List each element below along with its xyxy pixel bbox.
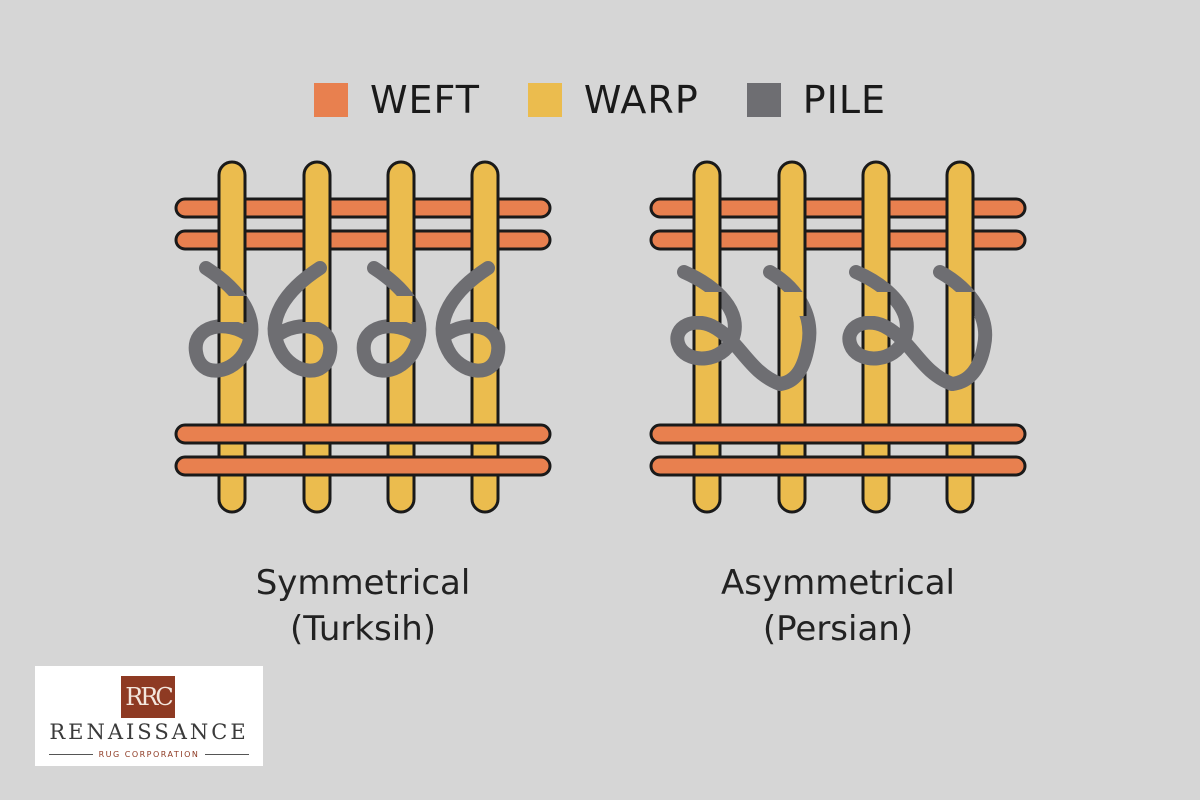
warp-overlap xyxy=(780,292,804,316)
weft-threads-bottom xyxy=(174,423,552,477)
pile-loop xyxy=(435,261,506,378)
weft-threads-top xyxy=(649,197,1027,251)
weft-thread xyxy=(174,423,552,445)
warp-overlaps xyxy=(220,296,497,322)
warp-overlaps xyxy=(695,292,972,316)
weft-thread xyxy=(174,455,552,477)
legend: WEFT WARP PILE xyxy=(0,72,1200,128)
asymmetrical-diagram xyxy=(649,160,1027,514)
logo-monogram-text: RRC xyxy=(125,683,173,711)
pile-loop xyxy=(763,265,817,391)
divider xyxy=(49,753,93,755)
warp-overlap xyxy=(220,296,244,322)
pile-loop xyxy=(842,265,959,391)
caption-subtitle: (Persian) xyxy=(762,609,914,649)
logo-monogram: RRC xyxy=(121,676,175,718)
warp-overlap xyxy=(948,292,972,316)
pile-knots xyxy=(670,265,993,391)
company-logo: RRC RENAISSANCE RUG CORPORATION xyxy=(35,666,263,766)
caption-title: Symmetrical xyxy=(255,563,471,603)
legend-label-warp: WARP xyxy=(583,78,699,122)
pile-loop xyxy=(933,265,993,391)
weft-thread xyxy=(174,229,552,251)
pile-loop xyxy=(267,261,338,378)
warp-swatch xyxy=(527,83,562,117)
legend-label-weft: WEFT xyxy=(369,78,480,122)
symmetrical-caption: Symmetrical (Turksih) xyxy=(163,560,563,652)
legend-item-weft: WEFT xyxy=(313,78,480,122)
warp-overlap xyxy=(695,292,719,316)
logo-name: RENAISSANCE xyxy=(49,720,249,744)
weft-threads-bottom xyxy=(649,423,1027,477)
weft-thread xyxy=(649,197,1027,219)
warp-overlap-edges xyxy=(692,292,975,316)
caption-title: Asymmetrical xyxy=(721,563,955,603)
warp-overlap-edges xyxy=(217,296,500,322)
caption-subtitle: (Turksih) xyxy=(289,609,437,649)
warp-overlap xyxy=(864,292,888,316)
weft-swatch xyxy=(313,83,348,117)
legend-item-pile: PILE xyxy=(746,78,887,122)
asymmetrical-caption: Asymmetrical (Persian) xyxy=(638,560,1038,652)
weft-thread xyxy=(174,197,552,219)
symmetrical-diagram xyxy=(174,160,552,514)
weft-thread xyxy=(649,229,1027,251)
divider xyxy=(205,753,249,755)
warp-overlap xyxy=(305,296,329,322)
weft-thread xyxy=(649,455,1027,477)
warp-overlap xyxy=(473,296,497,322)
warp-overlap xyxy=(389,296,413,322)
weft-threads-top xyxy=(174,197,552,251)
logo-subtitle: RUG CORPORATION xyxy=(98,749,200,759)
logo-subtitle-row: RUG CORPORATION xyxy=(49,748,249,760)
weft-thread xyxy=(649,423,1027,445)
pile-swatch xyxy=(746,83,781,117)
pile-loop xyxy=(670,265,787,391)
legend-item-warp: WARP xyxy=(527,78,699,122)
legend-label-pile: PILE xyxy=(802,78,887,122)
